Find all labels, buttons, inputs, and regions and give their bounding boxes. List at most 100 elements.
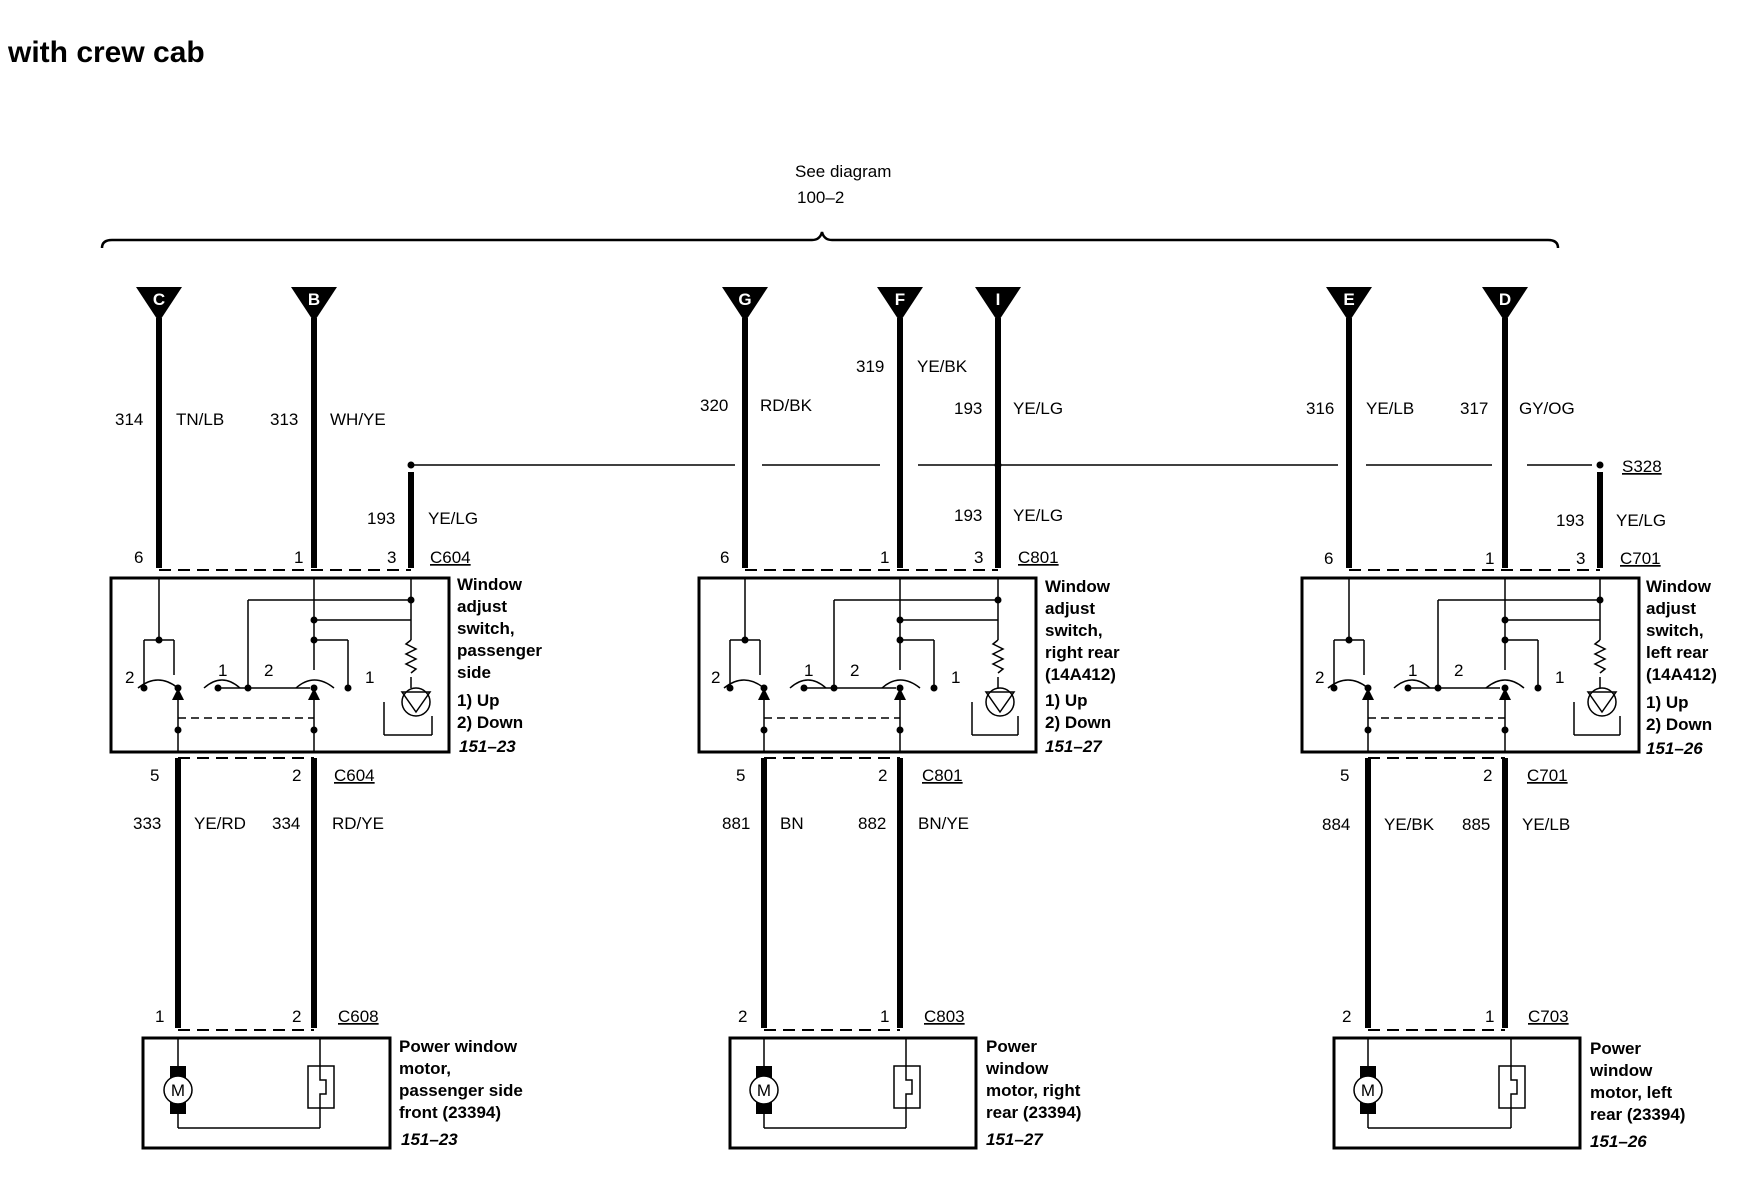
connector-i-triangle: [975, 287, 1021, 322]
connector-b-triangle: [291, 287, 337, 322]
switch-connector-label: C604: [334, 766, 375, 785]
switch-dots: [726, 596, 1002, 734]
switch-connector-label: C801: [1018, 548, 1059, 567]
switch-arrow: [1362, 688, 1374, 700]
switch-contact-2: 2: [1315, 668, 1324, 687]
pin-number: 2: [292, 766, 301, 785]
motor-connector-label: C703: [1528, 1007, 1569, 1026]
switch-box: [697, 576, 1038, 754]
pin-number: 1: [155, 1007, 164, 1026]
switch-label-line: adjust: [1646, 599, 1696, 618]
switch-connector-label: C604: [430, 548, 471, 567]
circuit-number: 882: [858, 814, 886, 833]
switch-label-line: left rear: [1646, 643, 1709, 662]
switch-ref: 151–26: [1646, 739, 1703, 758]
pin-number: 1: [1485, 1007, 1494, 1026]
reference-line2: 100–2: [797, 188, 844, 207]
motor-icon: [749, 1075, 779, 1105]
motor-brush: [756, 1066, 772, 1078]
lamp-icon: [984, 691, 1016, 714]
switch-label-line: 2) Down: [1646, 715, 1712, 734]
connector-d-letter: D: [1499, 290, 1511, 309]
wire-color: YE/BK: [1384, 815, 1435, 834]
switch-label-line: (14A412): [1045, 665, 1116, 684]
motor-brush: [170, 1102, 186, 1114]
switch-contact-2: 2: [125, 668, 134, 687]
motor-internals: [763, 1038, 921, 1129]
motor-label-line: window: [1589, 1061, 1653, 1080]
motor-label-line: Power: [986, 1037, 1037, 1056]
switch-box: [1300, 576, 1641, 754]
pin-number: 3: [974, 548, 983, 567]
pin-number: 1: [880, 548, 889, 567]
switch-label-line: switch,: [457, 619, 515, 638]
connector-e-letter: E: [1343, 290, 1354, 309]
switch-internals: [723, 578, 1019, 752]
switch-connector-label: C701: [1527, 766, 1568, 785]
wire-color: YE/BK: [917, 357, 968, 376]
circuit-number: 881: [722, 814, 750, 833]
reference-brace: [100, 231, 1560, 249]
motor-connector-label: C608: [338, 1007, 379, 1026]
motor-icon: [163, 1075, 193, 1105]
connector-c-letter: C: [153, 290, 165, 309]
connector-i-letter: I: [996, 290, 1001, 309]
motor-box: [728, 1036, 978, 1150]
circuit-number: 193: [1556, 511, 1584, 530]
pin-number: 6: [720, 548, 729, 567]
switch-dots: [1330, 596, 1604, 734]
switch-label-line: adjust: [457, 597, 507, 616]
splice-dot: [1596, 461, 1604, 469]
switch-ref: 151–27: [1045, 737, 1103, 756]
motor-label-line: rear (23394): [986, 1103, 1081, 1122]
switch-contact-1: 1: [1555, 668, 1564, 687]
connector-f-triangle: [877, 287, 923, 322]
switch-label-line: switch,: [1045, 621, 1103, 640]
motor-icon: [1353, 1075, 1383, 1105]
switch-contact-2: 2: [850, 661, 859, 680]
motor-box: [1332, 1036, 1582, 1150]
motor-box: [141, 1036, 392, 1150]
switch-connector-label: C701: [1620, 549, 1661, 568]
lamp-icon: [1586, 691, 1618, 714]
motor-label-line: rear (23394): [1590, 1105, 1685, 1124]
switch-contact-1: 1: [1408, 661, 1417, 680]
motor-brush: [170, 1066, 186, 1078]
switch-label-line: 2) Down: [1045, 713, 1111, 732]
motor-label-line: front (23394): [399, 1103, 501, 1122]
motor-label-line: motor, left: [1590, 1083, 1673, 1102]
switch-label-line: passenger: [457, 641, 542, 660]
circuit-number: 193: [954, 399, 982, 418]
page-title: with crew cab: [8, 36, 205, 69]
connector-c-triangle: [136, 287, 182, 322]
motor-letter: M: [171, 1081, 185, 1100]
wire-color: RD/BK: [760, 396, 813, 415]
wire-color: YE/LG: [1616, 511, 1666, 530]
circuit-number: 313: [270, 410, 298, 429]
wire-color: GY/OG: [1519, 399, 1575, 418]
motor-letter: M: [1361, 1081, 1375, 1100]
switch-label-line: side: [457, 663, 491, 682]
wire-color: BN/YE: [918, 814, 969, 833]
switch-arrow: [894, 688, 906, 700]
circuit-number: 314: [115, 410, 143, 429]
switch-arrow: [308, 688, 320, 700]
circuit-number: 319: [856, 357, 884, 376]
switch-label-line: 1) Up: [1646, 693, 1689, 712]
circuit-number: 193: [367, 509, 395, 528]
motor-letter: M: [757, 1081, 771, 1100]
motor-label-line: Power window: [399, 1037, 518, 1056]
circuit-right-rear: G F I 320 RD/BK 319 YE/BK 193 YE/LG 193 …: [697, 287, 1120, 1150]
circuit-number: 333: [133, 814, 161, 833]
wire-color: YE/LG: [1013, 506, 1063, 525]
reference-line1: See diagram: [795, 162, 891, 181]
wire-color: YE/LG: [1013, 399, 1063, 418]
switch-box: [109, 576, 451, 754]
wire-color: TN/LB: [176, 410, 224, 429]
feed-line-end-dot: [407, 461, 415, 469]
switch-label-line: 2) Down: [457, 713, 523, 732]
switch-arrow: [1499, 688, 1511, 700]
circuit-number: 334: [272, 814, 300, 833]
pin-number: 2: [292, 1007, 301, 1026]
